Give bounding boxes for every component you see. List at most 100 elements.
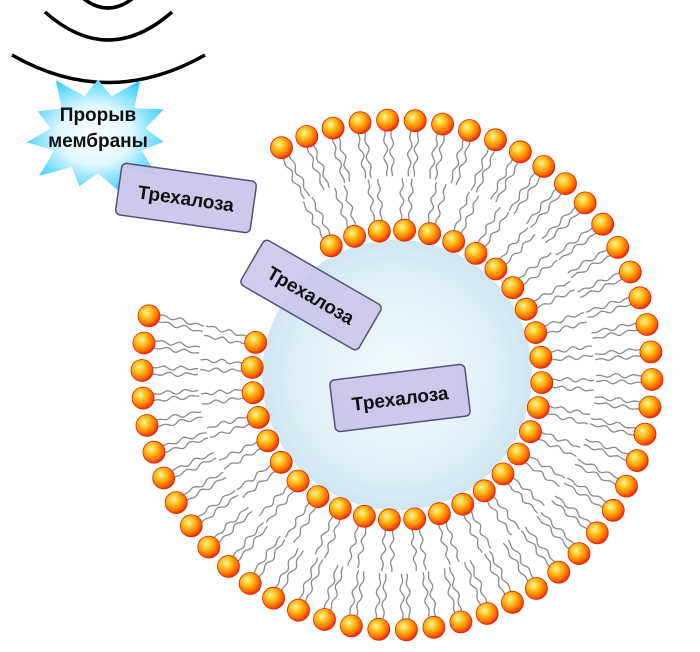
lipid-tail [437,524,451,565]
lipid-tail [585,438,630,455]
lipid-tail [383,130,389,177]
lipid-head [287,598,310,622]
lipid-head [638,395,662,419]
lipid-tail [536,515,570,550]
lipid-tail [151,371,199,377]
lipid-head [526,396,550,420]
lipid-tail [412,130,420,177]
lipid-head [431,112,455,136]
lipid-tail [399,573,405,620]
lipid-head [491,462,515,486]
lipid-tail [357,132,367,179]
lipid-tail [595,379,643,385]
lipid-head [377,508,401,532]
lipid-tail [477,206,501,244]
lipid-tail [579,278,623,298]
lipid-tail [280,550,304,592]
lipid-tail [448,566,463,612]
lipid-tail [492,495,520,530]
lipid-head [321,116,345,140]
lipid-head [319,234,343,258]
lipid-tail [453,191,470,232]
lipid-head [313,608,336,631]
lipid-head [484,128,507,152]
lipid-tails [151,130,643,620]
lipid-tail [455,140,471,186]
lipid-tail [594,396,641,404]
lipid-tail [450,138,465,184]
lipid-tail [525,188,557,225]
lipid-tail [285,502,310,538]
lipid-head [137,304,161,328]
lipid-head [618,260,642,284]
lipid-tail [589,423,635,436]
lipid-tail [541,206,576,240]
lipid-head [348,111,372,135]
lipid-tail [374,573,382,620]
sound-wave-icon [11,0,206,85]
lipid-tail [533,280,571,302]
lipid-tail [583,443,627,462]
lipid-tail [555,226,594,256]
lipid-head [601,498,625,522]
lipid-tail [380,529,387,572]
lipid-tail [591,322,637,334]
lipid-tail [495,161,520,203]
lipid-head [241,381,265,405]
lipid-tail [182,471,224,496]
lipid-tail [405,573,411,620]
lipid-tail [546,412,589,425]
lipid-head [256,429,280,453]
lipid-tail [205,325,248,337]
lipid-tail [258,485,289,517]
burst-label-line1: Прорыв [60,105,136,126]
lipid-tail [551,499,588,530]
lipid-tail [159,314,205,327]
lipid-head [135,414,159,437]
lipid-head [524,321,548,345]
lipid-head [393,218,417,242]
lipid-tail [429,133,439,179]
lipid-head [635,313,659,336]
lipid-head [567,542,591,565]
lipid-tail [540,431,581,448]
lipid-head [529,345,553,369]
lipid-head [442,230,466,253]
lipid-head [418,222,442,246]
lipid-tail [567,248,608,274]
wave-arc-3 [11,53,206,85]
lipid-tail [356,526,367,569]
lipid-tail [445,521,460,563]
lipid-tail [563,482,604,509]
lipid-tail [507,483,539,514]
lipid-tail [512,477,545,507]
lipid-head [615,474,638,498]
lipid-head [152,466,176,490]
lipid-head [501,590,524,614]
lipid-tail [551,377,594,383]
lipid-heads [130,108,664,642]
lipid-tail [463,514,483,553]
lipid-tail [311,196,331,236]
lipid-head [246,405,270,429]
lipid-head [343,224,367,248]
lipid-tail [162,431,207,447]
lipid-tail [540,511,575,545]
lipid-tail [242,470,276,498]
lipid-tail [594,348,641,356]
lipid-tail [427,181,438,224]
lipid-head [640,368,664,391]
lipid-head [475,602,499,625]
lipid-tail [513,176,542,215]
lipid-tail [592,329,639,340]
lipid-tail [334,187,349,229]
lipid-tail [550,345,592,353]
lipid-tail [464,561,482,606]
lipid-tail [323,518,341,559]
lipid-tail [376,178,384,221]
lipid-tail [530,193,562,228]
lipid-head [585,521,609,545]
lipid-tail [381,573,388,620]
lipid-head [328,497,352,520]
lipid-head [132,331,156,355]
